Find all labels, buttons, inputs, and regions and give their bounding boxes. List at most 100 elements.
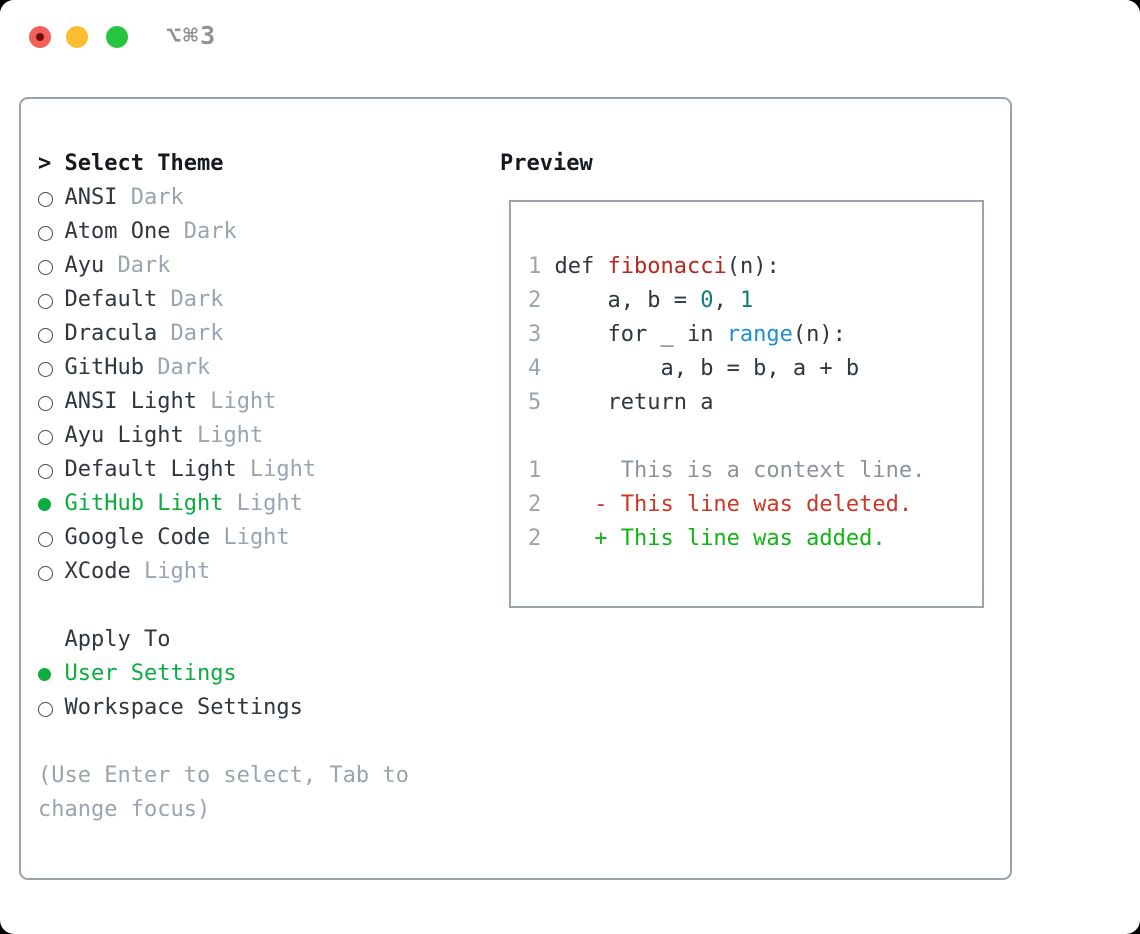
theme-variant: Light xyxy=(183,423,264,448)
apply-title-indent xyxy=(38,627,65,652)
preview-column: Preview 1 def fibonacci(n):2 a, b = 0, 1… xyxy=(500,147,984,608)
code-line: 4 a, b = b, a + b xyxy=(528,352,982,386)
theme-option[interactable]: Google Code Light xyxy=(38,521,409,555)
code-token: (n): xyxy=(726,254,780,279)
code-token: fibonacci xyxy=(607,254,727,279)
line-number: 2 xyxy=(528,526,542,551)
theme-variant: Light xyxy=(236,457,317,482)
prompt-caret-icon: > xyxy=(38,151,52,176)
apply-option[interactable]: Workspace Settings xyxy=(38,691,409,725)
code-token: return a xyxy=(541,390,714,415)
code-line: 2 a, b = 0, 1 xyxy=(528,284,982,318)
theme-option[interactable]: ANSI Light Light xyxy=(38,385,409,419)
theme-option[interactable]: Dracula Dark xyxy=(38,317,409,351)
theme-variant: Dark xyxy=(157,287,224,312)
radio-icon xyxy=(38,395,54,411)
theme-name: Google Code xyxy=(51,525,211,550)
code-token: 1 xyxy=(739,288,754,313)
theme-option[interactable]: ANSI Dark xyxy=(38,181,409,215)
theme-option[interactable]: XCode Light xyxy=(38,555,409,589)
code-token: for _ in xyxy=(541,322,727,347)
theme-variant: Dark xyxy=(170,219,237,244)
code-token: + This line was added. xyxy=(541,526,886,551)
theme-name: GitHub xyxy=(51,355,144,380)
radio-icon xyxy=(38,191,54,207)
code-line: 2 - This line was deleted. xyxy=(528,488,982,522)
code-line: 5 return a xyxy=(528,386,982,420)
code-line: 3 for _ in range(n): xyxy=(528,318,982,352)
spacer xyxy=(38,589,409,623)
theme-name: XCode xyxy=(51,559,131,584)
code-line: 2 + This line was added. xyxy=(528,522,982,556)
theme-name: Ayu Light xyxy=(51,423,184,448)
theme-option[interactable]: Ayu Light Light xyxy=(38,419,409,453)
zoom-button-icon[interactable] xyxy=(106,26,128,48)
apply-option-label: Workspace Settings xyxy=(51,695,303,720)
hint-text: (Use Enter to select, Tab to xyxy=(38,763,409,788)
theme-name: ANSI Light xyxy=(51,389,197,414)
theme-option[interactable]: Default Light Light xyxy=(38,453,409,487)
radio-icon xyxy=(38,701,54,717)
line-number: 5 xyxy=(528,390,542,415)
code-token: range xyxy=(726,322,793,347)
code-line: 1 def fibonacci(n): xyxy=(528,250,982,284)
close-button-icon[interactable] xyxy=(29,26,51,48)
theme-list: > Select Theme ANSI Dark Atom One Dark A… xyxy=(38,147,409,827)
apply-option[interactable]: User Settings xyxy=(38,657,409,691)
theme-variant: Dark xyxy=(117,185,184,210)
code-line xyxy=(528,420,982,454)
radio-icon xyxy=(38,497,52,511)
line-number: 1 xyxy=(528,254,542,279)
code-token: (n): xyxy=(792,322,846,347)
radio-icon xyxy=(38,531,54,547)
minimize-button-icon[interactable] xyxy=(66,26,88,48)
main-panel: > Select Theme ANSI Dark Atom One Dark A… xyxy=(19,97,1012,880)
line-number: 4 xyxy=(528,356,542,381)
code-token: This is a context line. xyxy=(541,458,926,483)
radio-icon xyxy=(38,361,54,377)
theme-variant: Dark xyxy=(104,253,171,278)
theme-variant: Dark xyxy=(143,355,211,380)
line-number xyxy=(528,424,541,449)
radio-icon xyxy=(38,293,54,309)
theme-variant: Light xyxy=(130,559,211,584)
theme-name: Default Light xyxy=(51,457,237,482)
line-number: 2 xyxy=(528,288,542,313)
code-token: , xyxy=(713,288,740,313)
theme-variant: Light xyxy=(223,491,303,516)
apply-title-label: Apply To xyxy=(64,627,171,652)
code-token: def xyxy=(541,254,608,279)
radio-icon xyxy=(38,259,54,275)
line-number: 1 xyxy=(528,458,542,483)
theme-list-title: > Select Theme xyxy=(38,147,409,181)
theme-name: Dracula xyxy=(51,321,158,346)
theme-variant: Light xyxy=(210,525,290,550)
theme-option[interactable]: Ayu Dark xyxy=(38,249,409,283)
line-number: 2 xyxy=(528,492,542,517)
theme-variant: Light xyxy=(196,389,277,414)
radio-icon xyxy=(38,667,52,681)
theme-option[interactable]: GitHub Dark xyxy=(38,351,409,385)
code-line: 1 This is a context line. xyxy=(528,454,982,488)
theme-name: Ayu xyxy=(51,253,105,278)
radio-icon xyxy=(38,565,54,581)
apply-section-title: Apply To xyxy=(38,623,409,657)
apply-option-label: User Settings xyxy=(51,661,237,686)
theme-option[interactable]: Default Dark xyxy=(38,283,409,317)
theme-name: Default xyxy=(51,287,158,312)
radio-icon xyxy=(38,327,54,343)
spacer xyxy=(38,725,409,759)
hint-text: change focus) xyxy=(38,797,211,822)
titlebar: ⌥⌘3 xyxy=(0,0,1140,75)
code-token: 0 xyxy=(700,288,714,313)
theme-variant: Dark xyxy=(157,321,224,346)
theme-name: GitHub Light xyxy=(51,491,224,516)
code-token: a, b = xyxy=(541,288,701,313)
radio-icon xyxy=(38,463,54,479)
line-number: 3 xyxy=(528,322,542,347)
theme-name: Atom One xyxy=(51,219,171,244)
theme-option[interactable]: Atom One Dark xyxy=(38,215,409,249)
theme-option[interactable]: GitHub Light Light xyxy=(38,487,409,521)
